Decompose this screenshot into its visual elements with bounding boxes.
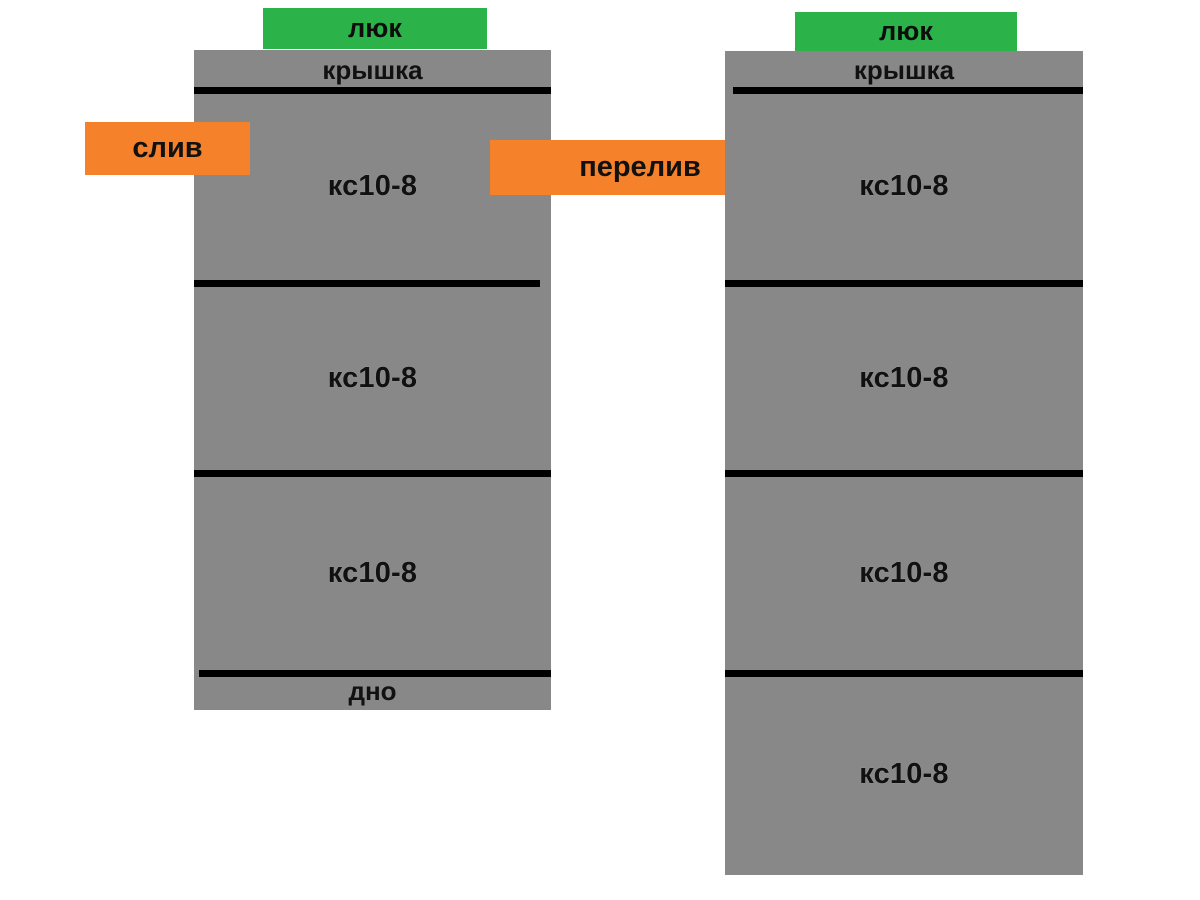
right-tank-lid-section: крышка: [725, 51, 1083, 90]
left-tank-ring-3: кс10-8: [194, 473, 551, 673]
right-tank-ring-3: кс10-8: [725, 473, 1083, 673]
right-tank-divider-lid: [733, 87, 1083, 94]
left-tank-ring-2: кс10-8: [194, 283, 551, 473]
left-tank-lid-section: крышка: [194, 50, 551, 90]
right-tank-divider-1: [725, 280, 1083, 287]
right-tank-ring-1: кс10-8: [725, 90, 1083, 283]
right-tank-hatch: люк: [795, 12, 1017, 51]
overflow-pipe-label: перелив: [579, 151, 701, 183]
left-tank-ring-1: кс10-8: [194, 90, 551, 283]
right-tank-ring-2-label: кс10-8: [859, 361, 949, 394]
right-tank-ring-4-label: кс10-8: [859, 757, 949, 790]
right-tank-ring-2: кс10-8: [725, 283, 1083, 473]
left-tank-bottom-label: дно: [348, 676, 397, 706]
right-tank-ring-1-label: кс10-8: [859, 170, 949, 202]
left-tank-divider-lid: [194, 87, 551, 94]
right-tank-ring-3-label: кс10-8: [859, 556, 949, 589]
left-tank-divider-1: [194, 280, 540, 287]
right-tank-divider-2: [725, 470, 1083, 477]
left-tank-divider-2: [194, 470, 551, 477]
left-tank-lid-label: крышка: [322, 54, 423, 85]
left-tank-divider-bottom: [199, 670, 551, 677]
drain-pipe: слив: [85, 122, 250, 175]
right-tank-body: крышка кс10-8 кс10-8 кс10-8 кс10-8: [725, 51, 1083, 875]
left-tank-ring-1-label: кс10-8: [327, 170, 418, 202]
right-tank-divider-3: [725, 670, 1083, 677]
right-tank-hatch-label: люк: [879, 16, 933, 46]
left-tank-ring-2-label: кс10-8: [327, 361, 418, 394]
left-tank-hatch-label: люк: [348, 13, 402, 43]
left-tank-bottom-section: дно: [194, 673, 551, 710]
left-tank-ring-3-label: кс10-8: [327, 556, 418, 589]
right-tank-lid-label: крышка: [853, 55, 955, 85]
left-tank-hatch: люк: [263, 8, 487, 49]
drain-pipe-label: слив: [132, 132, 203, 164]
right-tank-ring-4: кс10-8: [725, 673, 1083, 875]
